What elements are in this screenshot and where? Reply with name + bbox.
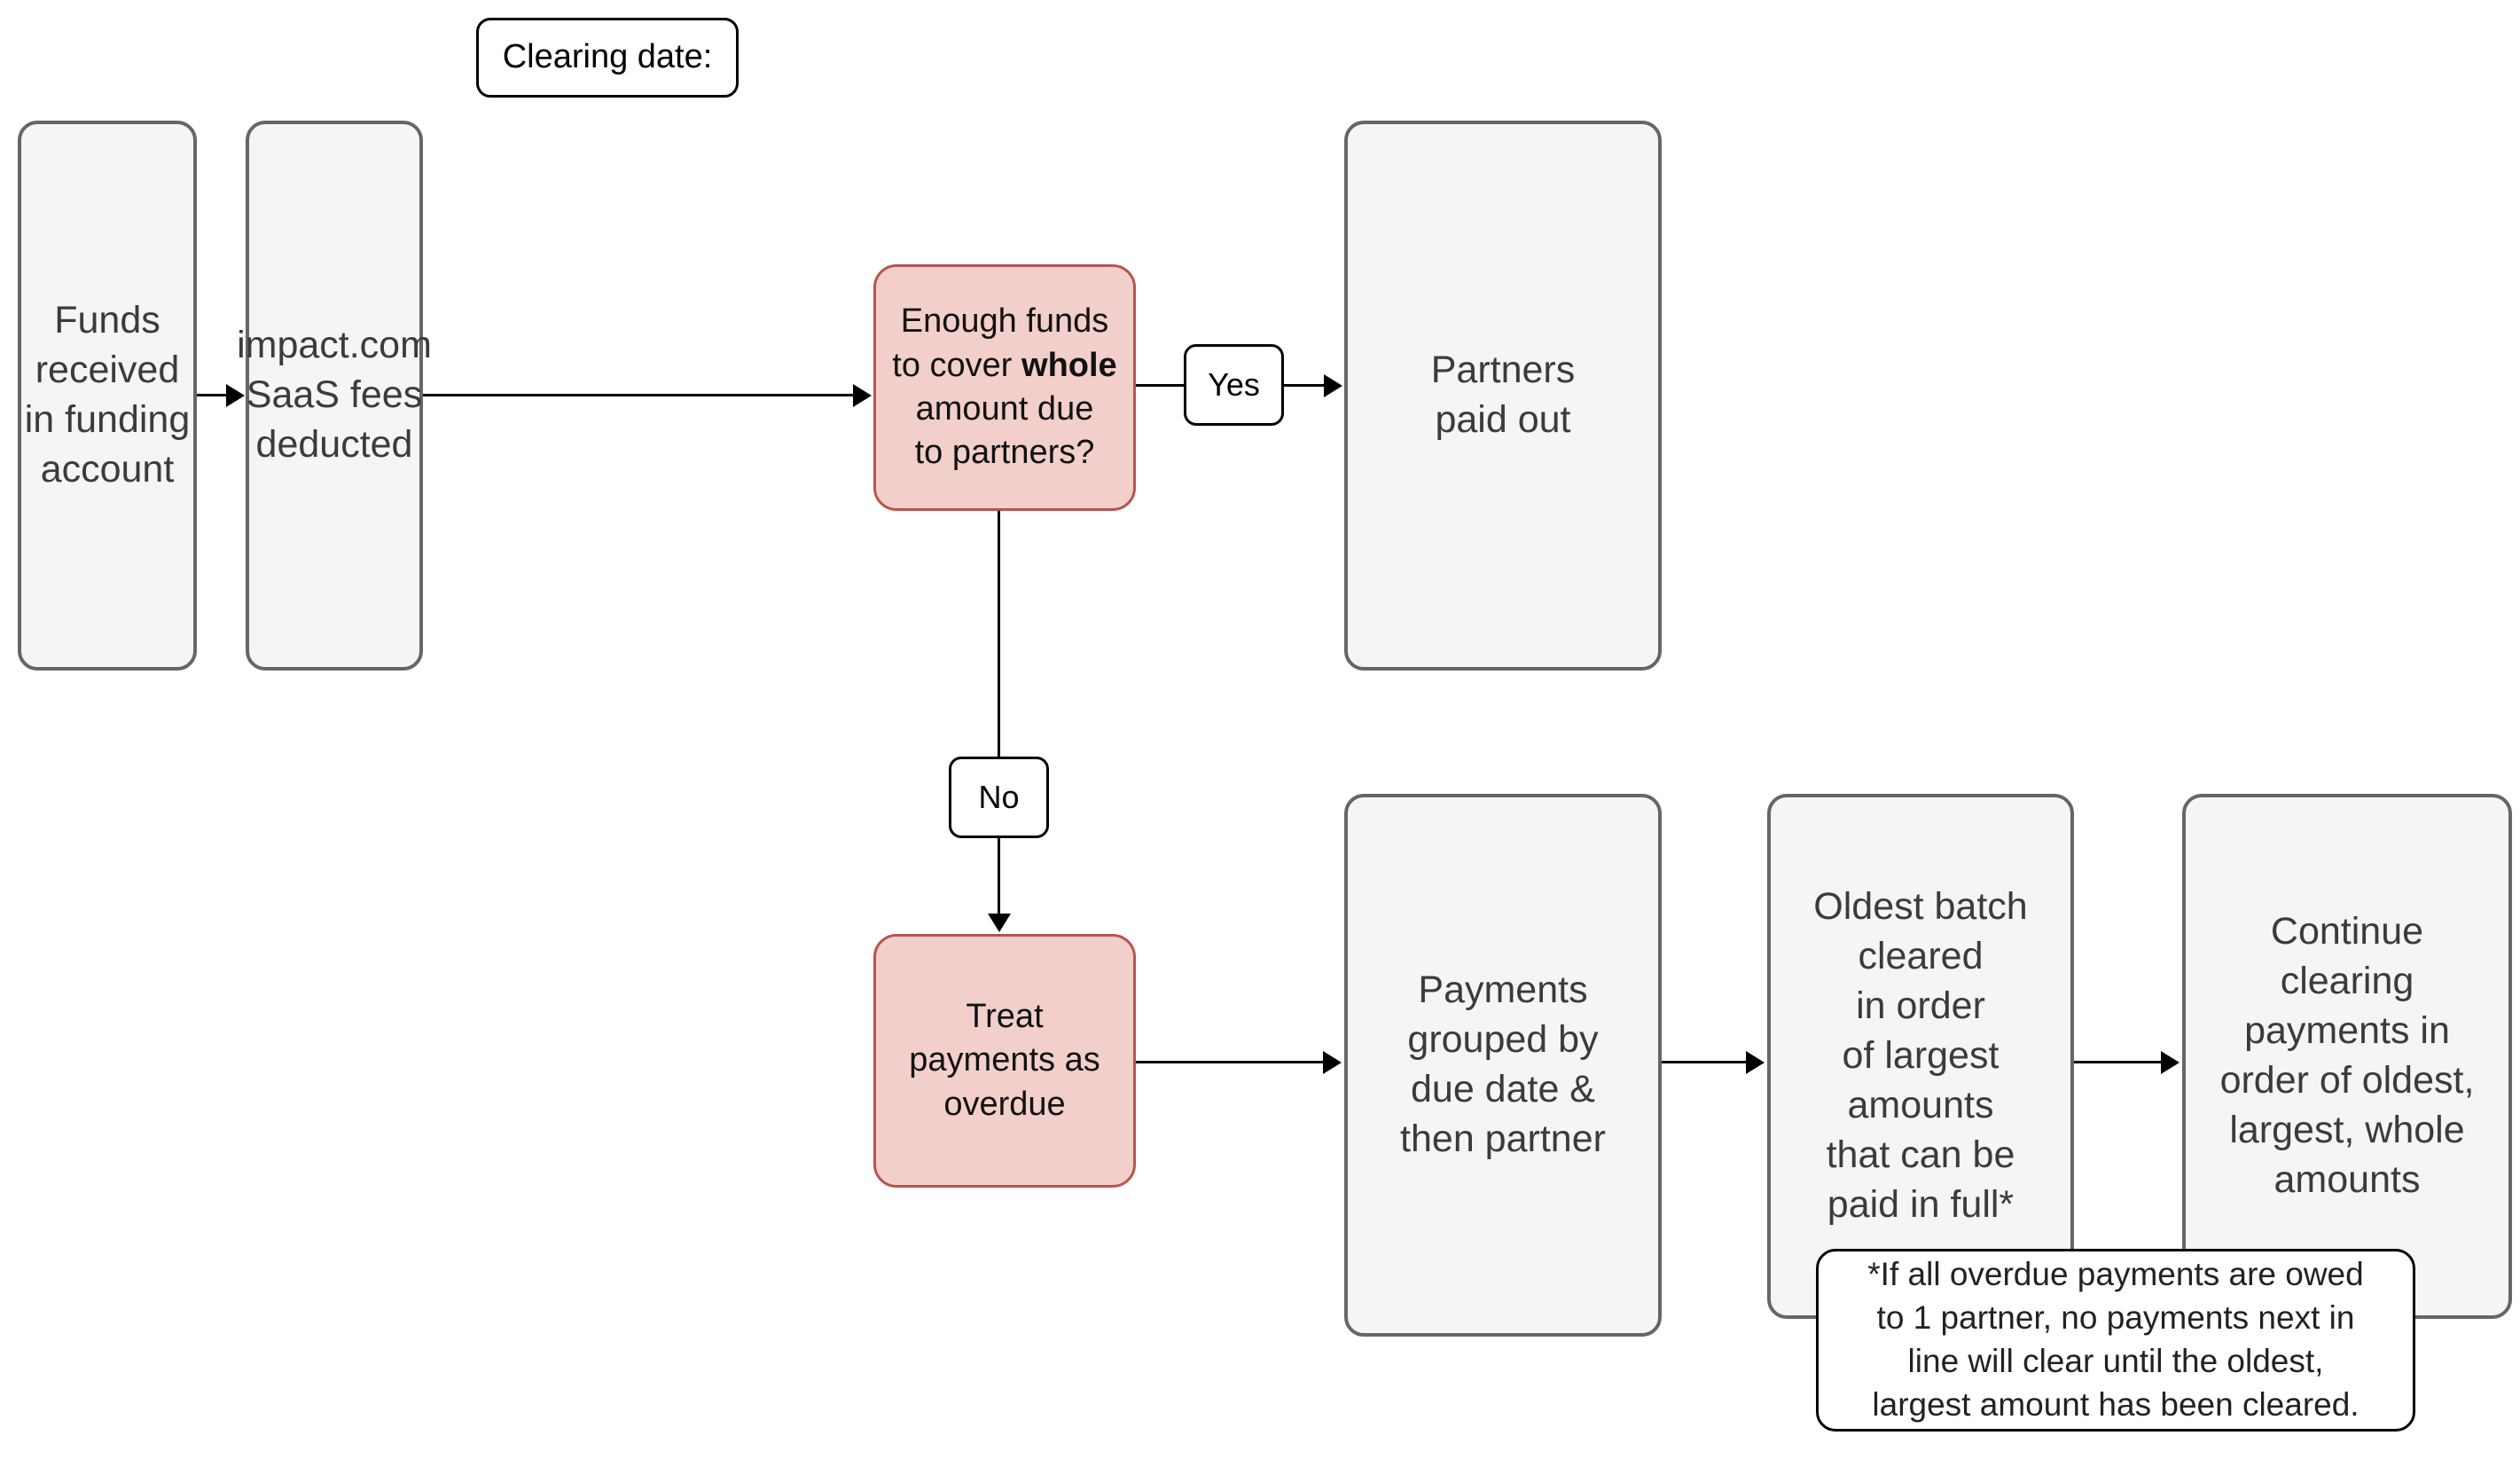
edge-funds-to-saas bbox=[197, 394, 227, 396]
arrowhead-funds-to-saas bbox=[226, 384, 245, 407]
node-treat-payments-overdue[interactable]: Treat payments as overdue bbox=[873, 934, 1136, 1188]
node-oldest-batch-cleared[interactable]: Oldest batch cleared in order of largest… bbox=[1767, 794, 2074, 1319]
arrowhead-no-to-treat-overdue bbox=[988, 914, 1011, 932]
node-funds-received[interactable]: Funds received in funding account bbox=[18, 121, 197, 671]
node-enough-funds-decision[interactable]: Enough funds to cover whole amount due t… bbox=[873, 264, 1136, 511]
arrowhead-oldest-to-continue bbox=[2161, 1051, 2180, 1074]
edge-saas-to-decision bbox=[423, 394, 854, 396]
arrowhead-overdue-to-grouped bbox=[1323, 1051, 1342, 1074]
node-saas-fees-deducted[interactable]: impact.com SaaS fees deducted bbox=[237, 121, 432, 671]
edge-decision-to-no bbox=[998, 511, 1000, 757]
edge-decision-to-yes bbox=[1136, 384, 1184, 387]
edge-overdue-to-grouped bbox=[1136, 1061, 1324, 1063]
edge-grouped-to-oldest bbox=[1662, 1061, 1747, 1063]
decision-text: Enough funds to cover whole amount due t… bbox=[892, 302, 1117, 472]
node-partners-paid-out[interactable]: Partners paid out bbox=[1344, 121, 1662, 671]
node-continue-clearing[interactable]: Continue clearing payments in order of o… bbox=[2182, 794, 2512, 1319]
label-no[interactable]: No bbox=[949, 757, 1049, 838]
label-yes[interactable]: Yes bbox=[1184, 344, 1284, 426]
label-clearing-date[interactable]: Clearing date: bbox=[476, 18, 739, 98]
edge-yes-to-partners bbox=[1284, 384, 1325, 387]
edge-oldest-to-continue bbox=[2074, 1061, 2161, 1063]
decision-emphasis: whole bbox=[1021, 346, 1117, 384]
footnote-callout[interactable]: *If all overdue payments are owed to 1 p… bbox=[1816, 1249, 2415, 1432]
arrowhead-grouped-to-oldest bbox=[1746, 1051, 1765, 1074]
arrowhead-yes-to-partners bbox=[1324, 374, 1342, 397]
edge-no-to-treat-overdue bbox=[998, 838, 1000, 914]
node-payments-grouped[interactable]: Payments grouped by due date & then part… bbox=[1344, 794, 1662, 1337]
arrowhead-saas-to-decision bbox=[853, 384, 872, 407]
